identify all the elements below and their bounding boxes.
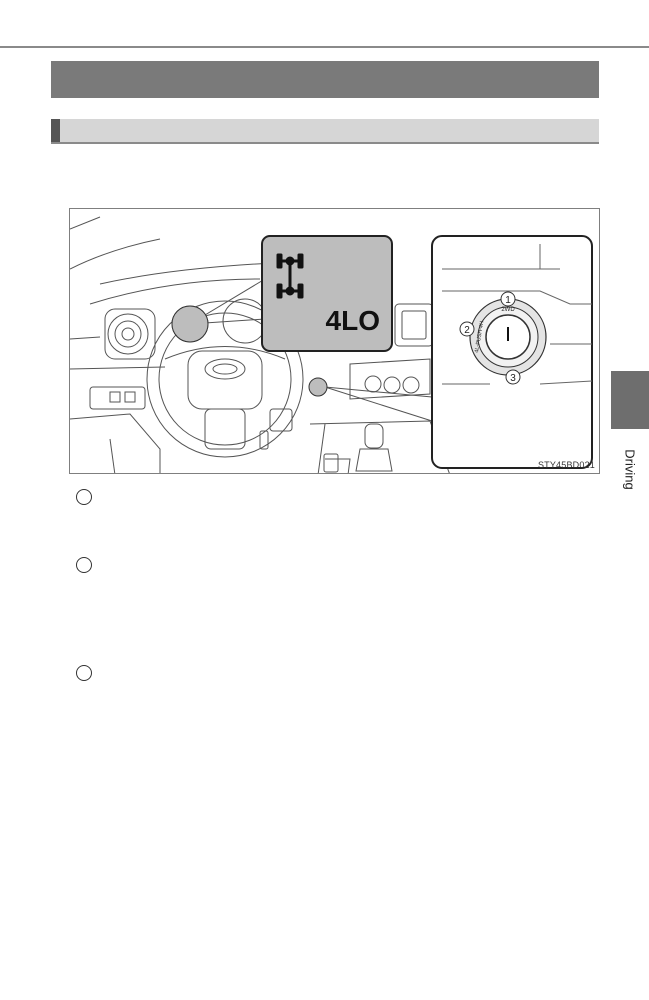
header-rule [0,46,649,48]
subsection-title-bar [51,119,599,144]
indicator-4lo-text: 4LO [326,305,380,336]
switch-callout-3: 3 [510,373,516,384]
chapter-side-label: Driving [622,449,638,490]
switch-callout-2: 2 [464,325,470,336]
callout-marker-1 [76,489,92,505]
four-wheel-drive-switch-illustration: 4LO 2WD 4L-PUSH-4H 1 2 3 STY45BD021 [69,208,600,474]
chapter-side-tab [611,371,649,429]
section-title-bar [51,61,599,98]
subsection-tab-marker [51,119,60,142]
dashboard-drawing: 4LO 2WD 4L-PUSH-4H 1 2 3 [70,216,593,473]
switch-label-4l-push-4h: 4L-PUSH-4H [474,321,485,354]
switch-label-2wd: 2WD [501,307,515,313]
switch-callout-1: 1 [505,295,511,306]
figure-code: STY45BD021 [537,460,595,470]
callout-marker-3 [76,665,92,681]
four-wheel-drive-indicator-icon [276,253,304,299]
callout-marker-2 [76,557,92,573]
